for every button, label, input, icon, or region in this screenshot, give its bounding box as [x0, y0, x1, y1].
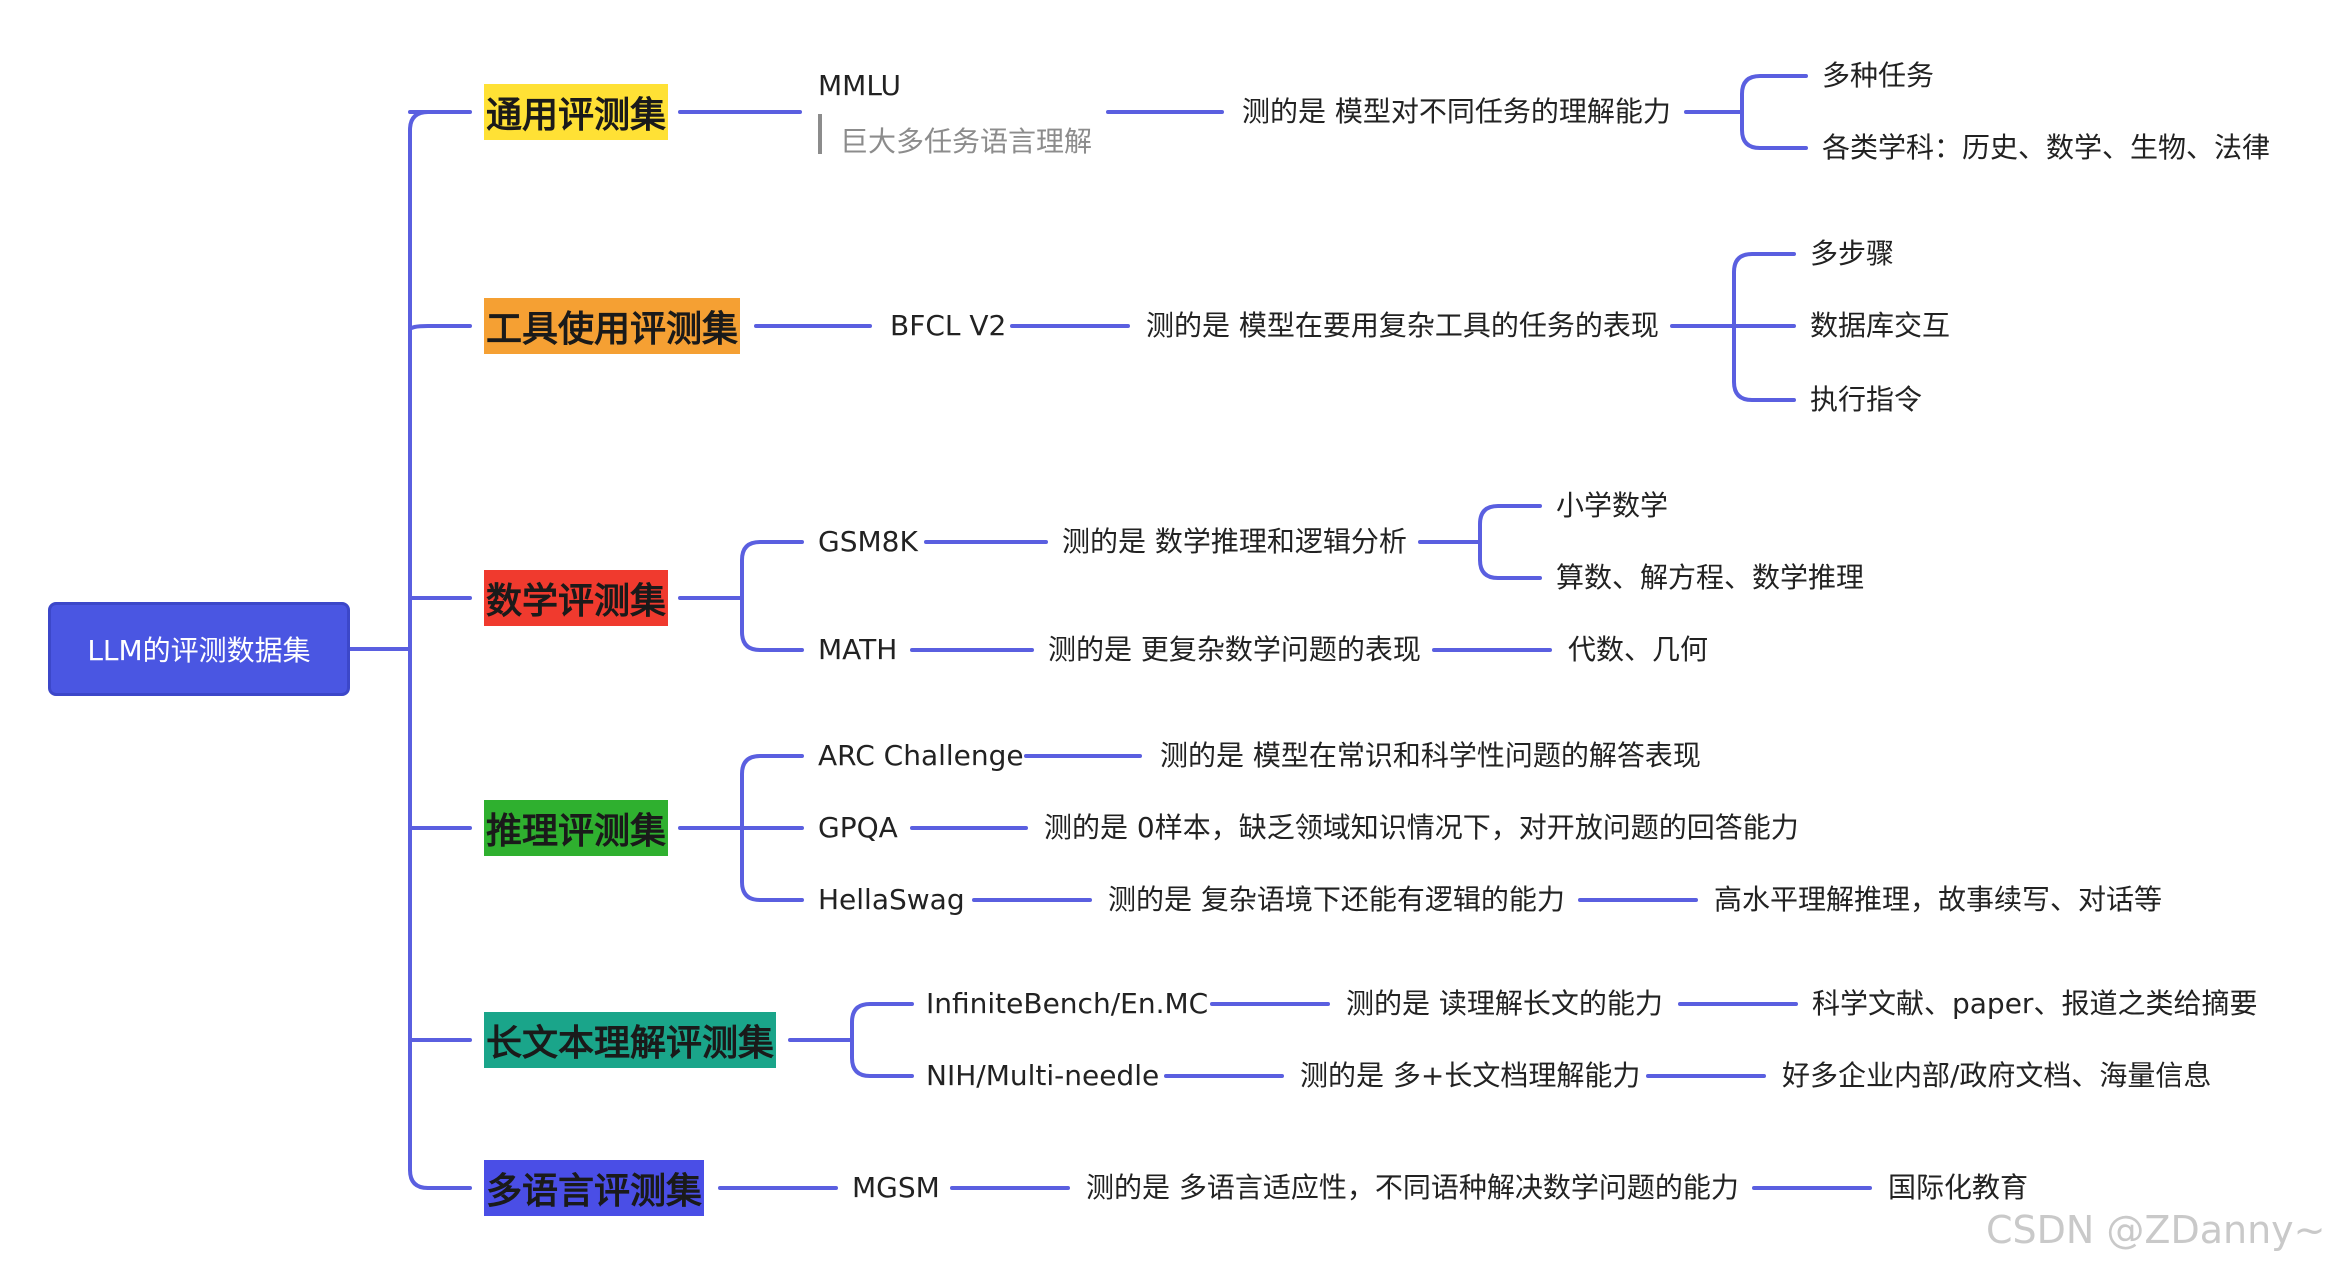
dataset-bfcl-detail[interactable]: 数据库交互 — [1810, 309, 1951, 342]
dataset-gsm8k-desc[interactable]: 测的是 数学推理和逻辑分析 — [1062, 525, 1407, 558]
dataset-hellaswag-detail[interactable]: 高水平理解推理，故事续写、对话等 — [1714, 883, 2163, 916]
category-reasoning-label: 推理评测集 — [486, 811, 667, 852]
dataset-mgsm[interactable]: MGSM — [852, 1171, 940, 1204]
dataset-infinitebench-desc[interactable]: 测的是 读理解长文的能力 — [1346, 987, 1663, 1020]
dataset-nih-desc[interactable]: 测的是 多+长文档理解能力 — [1300, 1059, 1641, 1092]
category-general-label: 通用评测集 — [486, 95, 667, 136]
watermark: CSDN @ZDanny~ — [1986, 1208, 2326, 1252]
dataset-mgsm-detail[interactable]: 国际化教育 — [1888, 1171, 2029, 1204]
dataset-nih[interactable]: NIH/Multi-needle — [926, 1059, 1160, 1092]
dataset-gsm8k-detail[interactable]: 小学数学 — [1556, 489, 1669, 522]
link-gsm8k-details — [1418, 504, 1542, 580]
category-tools-label: 工具使用评测集 — [486, 309, 739, 350]
category-general[interactable]: 通用评测集 — [484, 84, 669, 140]
link-longtext-branch — [788, 1002, 914, 1078]
category-multilingual[interactable]: 多语言评测集 — [484, 1160, 705, 1216]
dataset-mmlu-subtitle: 巨大多任务语言理解 — [840, 125, 1093, 158]
dataset-arc[interactable]: ARC Challenge — [818, 739, 1024, 772]
link-cat-tools — [408, 324, 472, 332]
dataset-gpqa[interactable]: GPQA — [818, 811, 898, 844]
link-math-branch — [678, 540, 804, 652]
dataset-arc-desc[interactable]: 测的是 模型在常识和科学性问题的解答表现 — [1160, 739, 1701, 772]
dataset-gsm8k-detail[interactable]: 算数、解方程、数学推理 — [1556, 561, 1865, 594]
category-long-text-label: 长文本理解评测集 — [486, 1023, 775, 1064]
category-multilingual-label: 多语言评测集 — [486, 1171, 703, 1212]
dataset-bfcl-desc[interactable]: 测的是 模型在要用复杂工具的任务的表现 — [1146, 309, 1659, 342]
dataset-gpqa-desc[interactable]: 测的是 0样本，缺乏领域知识情况下，对开放问题的回答能力 — [1044, 811, 1799, 844]
dataset-bfcl-detail[interactable]: 执行指令 — [1810, 383, 1923, 416]
root-node[interactable]: LLM的评测数据集 — [48, 602, 350, 696]
dataset-mgsm-desc[interactable]: 测的是 多语言适应性，不同语种解决数学问题的能力 — [1086, 1171, 1739, 1204]
category-math[interactable]: 数学评测集 — [484, 570, 669, 626]
dataset-infinitebench[interactable]: InfiniteBench/En.MC — [926, 987, 1209, 1020]
dataset-math[interactable]: MATH — [818, 633, 898, 666]
dataset-hellaswag-desc[interactable]: 测的是 复杂语境下还能有逻辑的能力 — [1108, 883, 1565, 916]
dataset-mmlu-detail[interactable]: 各类学科：历史、数学、生物、法律 — [1822, 131, 2271, 164]
dataset-infinitebench-detail[interactable]: 科学文献、paper、报道之类给摘要 — [1812, 987, 2258, 1020]
dataset-bfcl[interactable]: BFCL V2 — [890, 309, 1007, 342]
dataset-mmlu[interactable]: MMLU — [818, 69, 902, 102]
dataset-math-detail[interactable]: 代数、几何 — [1568, 633, 1709, 666]
category-tools[interactable]: 工具使用评测集 — [484, 298, 741, 354]
link-reasoning-branch — [678, 754, 804, 902]
subtitle-bar — [818, 114, 822, 154]
dataset-nih-detail[interactable]: 好多企业内部/政府文档、海量信息 — [1782, 1059, 2212, 1092]
root-label: LLM的评测数据集 — [87, 634, 311, 667]
category-math-label: 数学评测集 — [486, 581, 667, 622]
dataset-mmlu-detail[interactable]: 多种任务 — [1822, 59, 1935, 92]
link-bfcl-details — [1670, 252, 1796, 402]
trunk-vertical — [408, 110, 430, 1190]
category-long-text[interactable]: 长文本理解评测集 — [484, 1012, 777, 1068]
category-reasoning[interactable]: 推理评测集 — [484, 800, 669, 856]
link-mmlu-details — [1684, 74, 1808, 150]
dataset-gsm8k[interactable]: GSM8K — [818, 525, 918, 558]
dataset-math-desc[interactable]: 测的是 更复杂数学问题的表现 — [1048, 633, 1421, 666]
dataset-bfcl-detail[interactable]: 多步骤 — [1810, 237, 1895, 270]
dataset-mmlu-desc[interactable]: 测的是 模型对不同任务的理解能力 — [1242, 95, 1671, 128]
dataset-hellaswag[interactable]: HellaSwag — [818, 883, 965, 916]
